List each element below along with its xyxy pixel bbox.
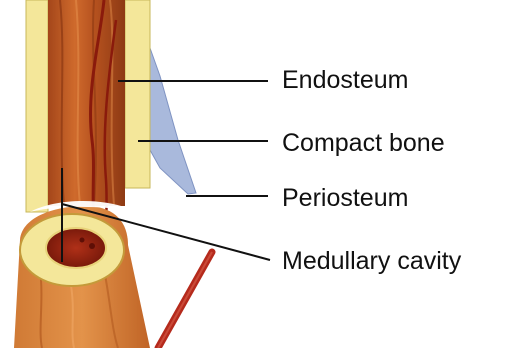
medullary-cavity — [46, 228, 106, 268]
compact-bone-label: Compact bone — [282, 131, 445, 156]
compact-bone-left-wall — [26, 0, 48, 212]
compact-bone-right-wall — [125, 0, 150, 188]
endosteum-label: Endosteum — [282, 68, 408, 93]
periosteum-layer — [150, 48, 196, 194]
medullary-cavity-label: Medullary cavity — [282, 249, 461, 274]
periosteum-label: Periosteum — [282, 186, 408, 211]
